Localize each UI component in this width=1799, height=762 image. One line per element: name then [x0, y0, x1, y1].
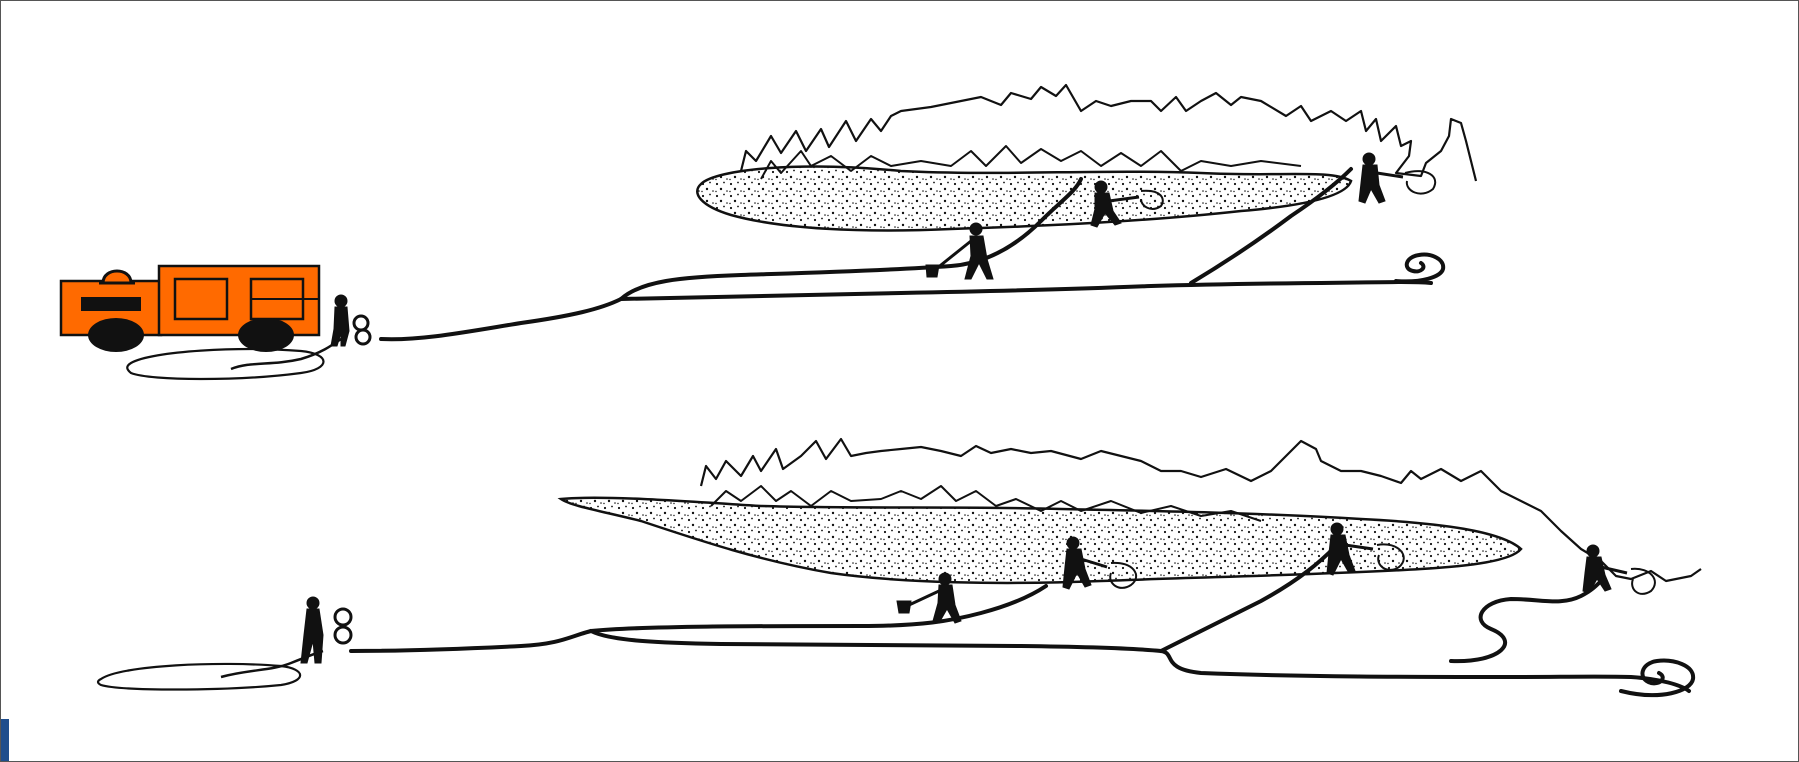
hose-coil-top: [1396, 255, 1443, 282]
pump-operator-top: [331, 295, 370, 346]
hose-line-top-lower: [621, 282, 1431, 299]
fire-engine: [61, 266, 319, 352]
burn-area-top: [697, 167, 1351, 231]
hose-line-bottom-lower: [591, 631, 1689, 691]
engine-beacon: [103, 271, 131, 283]
scene-top: [61, 85, 1476, 379]
engine-window: [81, 297, 141, 311]
water-puddle-top: [127, 349, 323, 379]
scene-bottom: [98, 439, 1701, 695]
nozzle-operator-top-2: [1359, 153, 1435, 203]
engine-wheel-front: [88, 318, 144, 352]
shovel-worker-top: [926, 223, 993, 279]
engine-compartment-1: [175, 279, 227, 319]
pump-operator-bottom: [301, 597, 351, 663]
hose-branch-bottom-2: [1451, 581, 1601, 661]
engine-wheel-rear: [238, 318, 294, 352]
